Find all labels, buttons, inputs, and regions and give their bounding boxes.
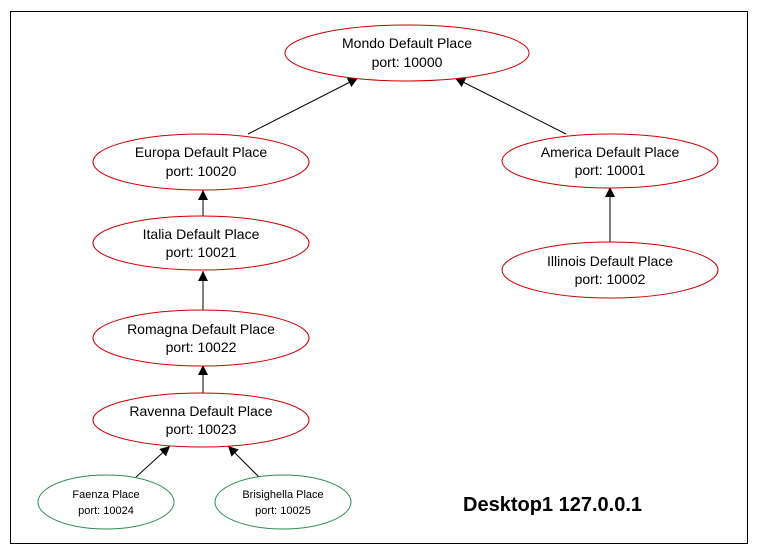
node-ravenna-name: Ravenna Default Place [129, 403, 272, 419]
node-romagna-outline [92, 309, 310, 367]
node-europa-outline [92, 133, 310, 191]
node-brisighella-port: port: 10025 [255, 505, 311, 517]
node-romagna-port: port: 10022 [166, 339, 237, 355]
node-america: America Default Place port: 10001 [501, 133, 719, 189]
node-illinois-outline [501, 241, 719, 299]
node-america-outline [501, 133, 719, 189]
edge-europa-to-mondo [247, 77, 359, 135]
desktop-label: Desktop1 127.0.0.1 [463, 494, 642, 516]
node-mondo: Mondo Default Place port: 10000 [284, 24, 530, 82]
edge-america-to-mondo [454, 77, 567, 135]
node-mondo-port: port: 10000 [372, 54, 443, 70]
node-europa: Europa Default Place port: 10020 [92, 133, 310, 191]
node-europa-name: Europa Default Place [135, 144, 268, 160]
node-mondo-name: Mondo Default Place [342, 35, 472, 51]
node-romagna-name: Romagna Default Place [127, 321, 275, 337]
node-illinois-port: port: 10002 [575, 271, 646, 287]
node-faenza-port: port: 10024 [78, 505, 134, 517]
edge-brisighella-to-ravenna [227, 445, 261, 479]
node-europa-port: port: 10020 [166, 163, 237, 179]
node-romagna: Romagna Default Place port: 10022 [92, 309, 310, 367]
node-ravenna-port: port: 10023 [166, 421, 237, 437]
node-italia: Italia Default Place port: 10021 [92, 215, 310, 271]
node-america-port: port: 10001 [575, 162, 646, 178]
node-illinois: Illinois Default Place port: 10002 [501, 241, 719, 299]
node-brisighella-name: Brisighella Place [242, 489, 323, 501]
node-ravenna: Ravenna Default Place port: 10023 [92, 392, 310, 448]
edge-faenza-to-ravenna [134, 445, 171, 479]
node-faenza-name: Faenza Place [72, 489, 139, 501]
node-faenza-outline [37, 474, 175, 530]
node-ravenna-outline [92, 392, 310, 448]
node-america-name: America Default Place [541, 144, 680, 160]
node-faenza: Faenza Place port: 10024 [37, 474, 175, 530]
node-brisighella: Brisighella Place port: 10025 [214, 474, 352, 530]
node-brisighella-outline [214, 474, 352, 530]
node-italia-outline [92, 215, 310, 271]
node-mondo-outline [284, 24, 530, 82]
node-italia-port: port: 10021 [166, 244, 237, 260]
node-italia-name: Italia Default Place [143, 226, 260, 242]
node-illinois-name: Illinois Default Place [547, 253, 673, 269]
